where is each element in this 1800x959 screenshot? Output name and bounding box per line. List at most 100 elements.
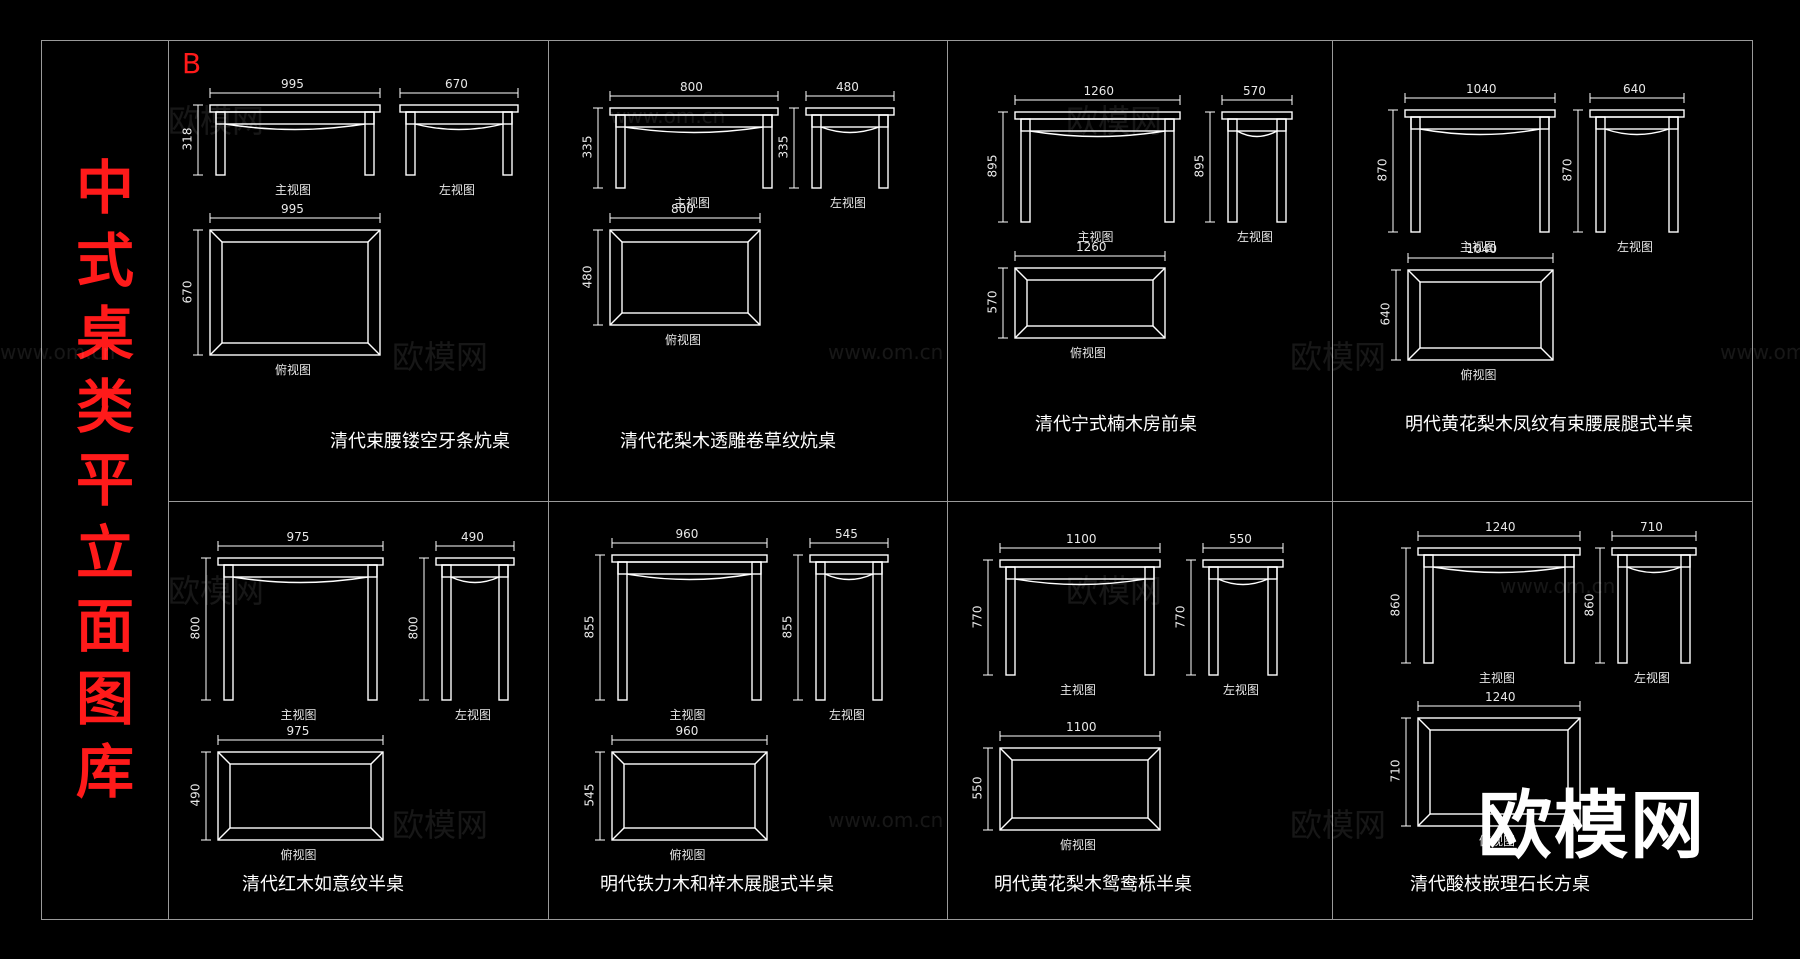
left-view-label: 左视图 [1634,671,1671,685]
top-width-dim: 975 [286,724,310,738]
top-depth-dim: 550 [970,776,985,800]
dimension-line [999,543,1161,553]
top-view-label: 俯视图 [1479,834,1516,848]
dimension-line [1202,543,1284,553]
left-height-dim: 800 [406,616,421,640]
table-title: 明代黄花梨木鸳鸯栎半桌 [994,874,1192,895]
library-title-char: 图 [75,664,134,733]
dimension-line [1205,111,1215,223]
top-width-dim: 960 [675,724,699,738]
table-title: 清代酸枝嵌理石长方桌 [1410,874,1590,895]
dimension-line [1573,109,1583,233]
front-height-dim: 855 [582,615,597,638]
dimension-line [593,107,603,189]
top-depth-dim: 570 [985,290,1000,314]
library-title-char: 库 [75,737,134,806]
table-elevation [1404,109,1556,233]
table-title: 清代束腰镂空牙条炕桌 [330,431,510,452]
table-elevation [1202,559,1284,676]
top-depth-dim: 480 [580,265,595,288]
front-view-label: 主视图 [1060,683,1097,697]
front-view-label: 主视图 [1077,230,1114,244]
table-plan [217,751,384,841]
front-height-dim: 870 [1375,158,1390,182]
dimension-line [209,213,381,223]
dimension-line [789,107,799,189]
table-title: 清代花梨木透雕卷草纹炕桌 [620,431,836,452]
front-view-label: 主视图 [1479,671,1516,685]
left-width-dim: 640 [1623,82,1646,96]
left-view-label: 左视图 [1237,230,1274,244]
library-title-column: 中 式 桌 类 平 立 面 图 库 [42,41,169,919]
dimension-line [595,554,605,701]
front-view-label: 主视图 [280,708,317,722]
top-view-label: 俯视图 [665,333,702,347]
left-view-label: 左视图 [830,196,867,210]
front-height-dim: 800 [188,616,203,640]
brand-watermark: 欧模网 [1478,783,1706,869]
left-height-dim: 770 [1173,605,1188,628]
left-height-dim: 855 [780,615,795,638]
dimension-line [193,229,203,356]
dimension-line [1401,717,1411,827]
table-elevation [1589,109,1685,233]
library-title-char: 面 [75,591,134,660]
dimension-line [998,267,1008,339]
dimension-line [983,747,993,831]
front-view-label: 主视图 [1460,240,1497,254]
left-width-dim: 570 [1243,84,1266,98]
front-view-label: 主视图 [669,708,706,722]
dimension-line [217,541,384,551]
left-view-label: 左视图 [455,708,492,722]
dimension-line [1404,93,1556,103]
top-width-dim: 1260 [1076,240,1107,254]
top-view-label: 俯视图 [1060,838,1097,852]
table-elevation [1611,547,1697,664]
dimension-line [399,88,519,98]
dimension-line [209,88,381,98]
left-height-dim: 335 [776,135,791,159]
dimension-line [1221,95,1293,105]
dimension-line [793,554,803,701]
dimension-line [595,751,605,841]
top-width-dim: 1240 [1485,690,1516,704]
left-width-dim: 545 [835,527,858,541]
table-elevation [611,554,768,701]
library-title-char: 式 [75,226,134,295]
grid-divider-vertical [1332,41,1333,919]
dimension-line [1417,531,1581,541]
dimension-line [419,557,429,701]
top-depth-dim: 670 [180,280,195,303]
front-width-dim: 995 [281,77,304,91]
front-width-dim: 1260 [1083,84,1115,98]
top-view-label: 俯视图 [1070,346,1107,360]
table-elevation [1417,547,1581,664]
table-plan [1407,269,1554,361]
table-plan [209,229,381,356]
front-view-label: 主视图 [275,183,312,197]
left-width-dim: 490 [461,530,484,544]
front-width-dim: 800 [680,80,703,94]
library-title-char: 平 [75,445,134,514]
dimension-line [1401,547,1411,664]
left-height-dim: 860 [1582,593,1597,616]
front-width-dim: 975 [286,530,310,544]
top-width-dim: 1100 [1066,720,1097,734]
table-elevation [435,557,515,701]
front-width-dim: 1100 [1066,532,1097,546]
top-depth-dim: 640 [1378,302,1393,326]
top-depth-dim: 545 [582,783,597,807]
front-height-dim: 318 [180,127,195,151]
table-elevation [1221,111,1293,223]
table-plan [609,229,761,326]
grid-divider-vertical [548,41,549,919]
left-height-dim: 895 [1192,154,1207,178]
dimension-line [1417,701,1581,711]
table-elevation [399,104,519,176]
table-plan [611,751,768,841]
front-height-dim: 895 [985,154,1000,178]
table-elevation [809,554,889,701]
dimension-line [1014,251,1166,261]
grid-divider-horizontal [169,501,1752,502]
table-elevation [1014,111,1181,223]
